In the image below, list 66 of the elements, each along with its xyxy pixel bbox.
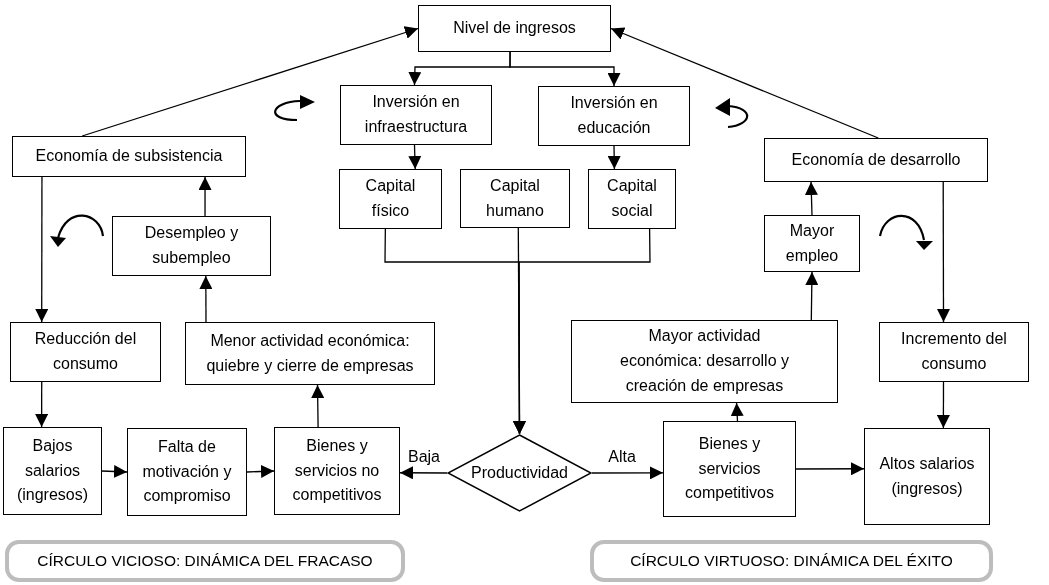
edge-label: Baja [406, 448, 442, 466]
process-box [340, 85, 492, 145]
node-text: Reducción del consumo [33, 329, 138, 374]
process-box [3, 427, 102, 515]
arrow [35, 176, 49, 323]
arrow [81, 26, 419, 137]
node-text: Economía de subsistencia [35, 146, 223, 167]
node-text: Productividad [471, 464, 568, 482]
process-box [571, 320, 838, 403]
arrow [795, 462, 865, 476]
node-text: CÍRCULO VIRTUOSO: DINÁMICA DEL ÉXITO [630, 551, 953, 571]
arrow [311, 384, 325, 428]
arrow [198, 176, 212, 217]
process-box [274, 427, 400, 515]
node-text: Menor actividad económica: quiebre y cierre de empresas [205, 330, 415, 376]
arrow [805, 271, 819, 321]
arrow [509, 51, 621, 87]
node-text: Capital humano [485, 175, 545, 221]
node-text: Capital social [606, 176, 658, 221]
process-box [663, 421, 796, 517]
node-text: Mayor empleo [784, 220, 840, 266]
decision-diamond [447, 434, 592, 512]
caption-panel [590, 540, 993, 582]
node-text: Bienes y servicios competitivos [684, 433, 775, 504]
node-text: Falta de motivación y compromiso [141, 436, 233, 507]
node-text: Capital físico [364, 176, 417, 221]
process-box [418, 5, 611, 52]
node-text: Altos salarios (ingresos) [879, 453, 975, 499]
process-box [185, 322, 435, 385]
process-box [764, 215, 860, 272]
caption-panel [5, 540, 405, 582]
process-box [10, 322, 161, 382]
arrow [936, 381, 950, 429]
node-text: Bajos salarios (ingresos) [15, 435, 90, 506]
arrow [607, 145, 621, 170]
node-text: Inversión en infraestructura [363, 92, 469, 137]
arrow [512, 228, 651, 435]
process-box [127, 428, 247, 516]
arrow [246, 465, 275, 478]
node-text: Nivel de ingresos [453, 18, 576, 39]
arrow [408, 144, 422, 170]
arrow [591, 466, 664, 480]
node-text: Mayor actividad económica: desarrollo y creación de empresas [619, 326, 790, 396]
arrow [936, 181, 950, 323]
process-box [460, 169, 570, 228]
process-box [864, 428, 990, 525]
process-box [764, 138, 988, 182]
node-text: CÍRCULO VICIOSO: DINÁMICA DEL FRACASO [37, 551, 373, 571]
process-box [339, 169, 442, 229]
arrow [730, 402, 744, 422]
process-box [538, 86, 690, 146]
arrow [101, 465, 128, 478]
node-text: Bienes y servicios no competitivos [291, 435, 383, 506]
node-text: Inversión en educación [569, 93, 659, 138]
arrow [610, 27, 879, 139]
node-text: Economía de desarrollo [791, 149, 961, 170]
process-box [879, 322, 1029, 382]
node-text: Desempleo y subempleo [143, 223, 240, 268]
node-text: Incremento del consumo [900, 329, 1008, 374]
arrow [804, 181, 818, 216]
arrow [199, 275, 213, 323]
arrow [35, 381, 49, 428]
process-box [112, 216, 271, 276]
arrow [399, 466, 448, 480]
process-box [12, 136, 246, 177]
process-box [588, 169, 676, 229]
